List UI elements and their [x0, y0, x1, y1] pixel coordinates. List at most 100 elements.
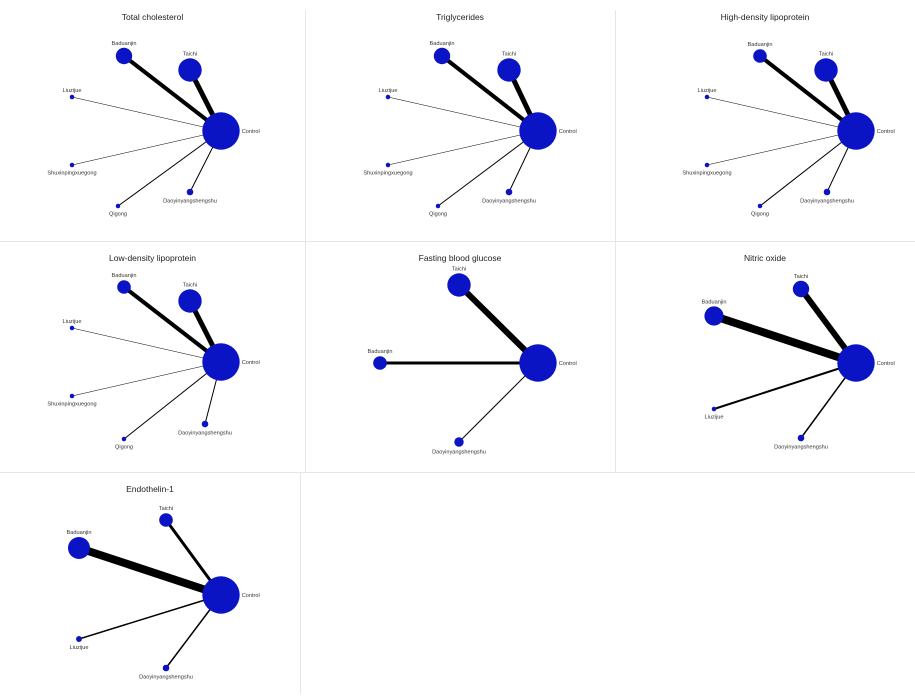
node-daoyinyangshengshu	[201, 420, 209, 428]
edge-shuxinpingxuegong-control	[71, 361, 222, 397]
node-label-daoyinyangshengshu: Daoyinyangshengshu	[482, 198, 536, 204]
edge-shuxinpingxuegong-control	[387, 130, 539, 166]
node-control	[202, 112, 240, 150]
panel-title: Triglycerides	[436, 12, 484, 22]
network-graph: Control BaduanjinTaichiLiuzijueShuxinping…	[47, 41, 260, 217]
edge-baduanjin-control	[712, 312, 858, 367]
node-label-qigong: Qigong	[115, 444, 133, 450]
node-label-baduanjin: Baduanjin	[702, 299, 727, 305]
edge-qigong-control	[123, 361, 222, 440]
edge-baduanjin-control	[122, 54, 223, 133]
network-graph: Control TaichiBaduanjinLiuzijueDaoyinyang…	[702, 274, 895, 451]
panel-title: High-density lipoprotein	[720, 12, 810, 22]
node-label-taichi: Taichi	[159, 506, 173, 512]
node-control	[519, 344, 557, 382]
node-taichi	[814, 58, 838, 82]
node-label-baduanjin: Baduanjin	[430, 41, 455, 47]
divider-horizontal-1	[0, 241, 915, 242]
node-label-shuxinpingxuegong: Shuxinpingxuegong	[363, 170, 412, 176]
node-baduanjin	[753, 49, 767, 63]
panel-title: Total cholesterol	[121, 12, 184, 22]
node-label-daoyinyangshengshu: Daoyinyangshengshu	[178, 430, 232, 436]
node-qigong	[121, 436, 127, 442]
edge-liuzijue-control	[71, 327, 222, 363]
node-label-baduanjin: Baduanjin	[112, 273, 137, 279]
node-taichi	[447, 273, 471, 297]
edge-liuzijue-control	[78, 594, 222, 640]
node-baduanjin	[117, 280, 131, 294]
node-label-baduanjin: Baduanjin	[112, 41, 137, 47]
node-daoyinyangshengshu	[454, 437, 464, 447]
node-label-baduanjin: Baduanjin	[368, 349, 393, 355]
node-label-shuxinpingxuegong: Shuxinpingxuegong	[47, 401, 96, 407]
node-control	[202, 343, 240, 381]
network-graph: ControlBaduanjinTaichiLiuzijueShuxinping…	[363, 41, 577, 217]
edge-liuzijue-control	[71, 96, 222, 132]
edge-qigong-control	[437, 130, 539, 207]
node-label-qigong: Qigong	[109, 211, 127, 217]
node-liuzijue	[69, 94, 75, 100]
node-label-taichi: Taichi	[183, 51, 197, 57]
edge-liuzijue-control	[387, 96, 539, 132]
panel-title: Fasting blood glucose	[418, 253, 502, 263]
node-label-taichi: Taichi	[452, 266, 466, 272]
node-taichi	[497, 58, 521, 82]
edge-qigong-control	[759, 130, 857, 207]
node-label-liuzijue: Liuzijue	[63, 88, 82, 94]
node-label-taichi: Taichi	[794, 274, 808, 280]
node-liuzijue	[704, 94, 710, 100]
node-liuzijue	[385, 94, 391, 100]
node-label-qigong: Qigong	[751, 211, 769, 217]
edge-baduanjin-control	[77, 544, 223, 599]
node-label-control: Control	[559, 361, 577, 367]
node-daoyinyangshengshu	[162, 664, 170, 672]
node-label-baduanjin: Baduanjin	[748, 42, 773, 48]
node-qigong	[115, 203, 121, 209]
node-label-baduanjin: Baduanjin	[67, 530, 92, 536]
network-graph: ControlBaduanjinTaichiLiuzijueShuxinping…	[682, 42, 894, 217]
node-label-control: Control	[242, 129, 260, 135]
node-label-liuzijue: Liuzijue	[698, 88, 717, 94]
node-control	[202, 576, 240, 614]
edge-qigong-control	[117, 130, 222, 207]
network-graph: ControlBaduanjinTaichiLiuzijueShuxinping…	[47, 273, 259, 450]
node-label-taichi: Taichi	[819, 51, 833, 57]
node-shuxinpingxuegong	[69, 393, 75, 399]
node-qigong	[435, 203, 441, 209]
node-label-control: Control	[559, 129, 577, 135]
node-baduanjin	[433, 47, 451, 65]
edge-baduanjin-control	[440, 54, 540, 133]
node-label-control: Control	[877, 361, 895, 367]
divider-vertical-3	[300, 472, 301, 694]
panel-title: Nitric oxide	[743, 253, 787, 263]
node-daoyinyangshengshu	[797, 434, 805, 442]
node-daoyinyangshengshu	[505, 188, 513, 196]
node-liuzijue	[76, 636, 82, 642]
node-label-liuzijue: Liuzijue	[705, 414, 724, 420]
node-baduanjin	[373, 356, 387, 370]
node-taichi	[792, 280, 810, 298]
panel-title: Low-density lipoprotein	[109, 253, 196, 263]
node-label-qigong: Qigong	[429, 211, 447, 217]
node-qigong	[757, 203, 763, 209]
edge-liuzijue-control	[713, 362, 857, 410]
node-label-liuzijue: Liuzijue	[63, 319, 82, 325]
panel-title: Endothelin-1	[126, 484, 174, 494]
node-label-daoyinyangshengshu: Daoyinyangshengshu	[774, 444, 828, 450]
node-control	[837, 344, 875, 382]
edge-shuxinpingxuegong-control	[706, 130, 857, 166]
edge-shuxinpingxuegong-control	[71, 130, 222, 166]
node-taichi	[159, 513, 173, 527]
node-liuzijue	[69, 325, 75, 331]
node-taichi	[178, 58, 202, 82]
node-label-liuzijue: Liuzijue	[70, 645, 89, 651]
node-label-taichi: Taichi	[502, 51, 516, 57]
node-control	[837, 112, 875, 150]
node-label-shuxinpingxuegong: Shuxinpingxuegong	[682, 170, 731, 176]
node-baduanjin	[68, 537, 90, 559]
node-label-shuxinpingxuegong: Shuxinpingxuegong	[47, 170, 96, 176]
